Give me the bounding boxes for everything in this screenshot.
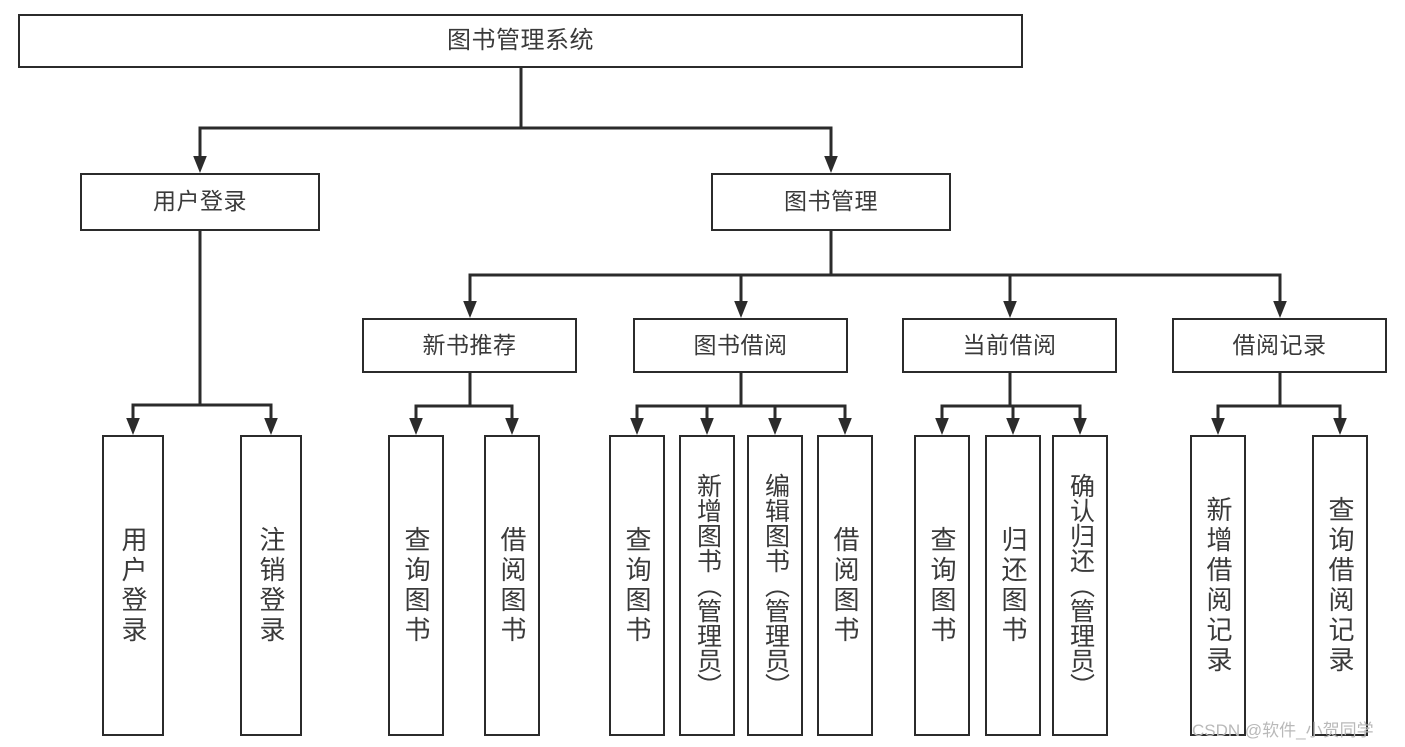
arrowhead: [505, 417, 519, 435]
arrowhead: [838, 417, 852, 435]
arrowhead: [734, 300, 748, 318]
node-leaf-rec-query[interactable]: 查询图书: [388, 435, 444, 736]
node-book-manage[interactable]: 图书管理: [711, 173, 951, 231]
node-label: 借阅记录: [1232, 331, 1327, 358]
node-label: 借阅图书: [497, 525, 527, 646]
node-leaf-borrow-add[interactable]: 新增图书（管理员）: [679, 435, 735, 736]
node-label: 查询图书: [401, 525, 431, 646]
node-leaf-borrow-edit[interactable]: 编辑图书（管理员）: [747, 435, 803, 736]
node-label: 图书管理: [784, 188, 878, 215]
node-leaf-borrow-query[interactable]: 查询图书: [609, 435, 665, 736]
node-label: 用户登录: [118, 525, 148, 646]
node-leaf-cur-confirm[interactable]: 确认归还（管理员）: [1052, 435, 1108, 736]
arrowhead: [1003, 300, 1017, 318]
node-new-book-rec[interactable]: 新书推荐: [362, 318, 577, 373]
node-user-login[interactable]: 用户登录: [80, 173, 320, 231]
node-label: 借阅图书: [830, 525, 860, 646]
arrowhead: [768, 417, 782, 435]
node-leaf-user-login[interactable]: 用户登录: [102, 435, 164, 736]
arrowhead: [1273, 300, 1287, 318]
node-label: 新增图书（管理员）: [693, 473, 722, 698]
node-label: 图书管理系统: [447, 26, 594, 54]
watermark-text: CSDN @软件_小贺同学: [1192, 721, 1374, 740]
arrowhead: [630, 417, 644, 435]
arrowhead: [824, 155, 838, 173]
node-label: 注销登录: [256, 525, 286, 646]
arrowhead: [700, 417, 714, 435]
node-leaf-rec-borrow[interactable]: 借阅图书: [484, 435, 540, 736]
node-current-borrow[interactable]: 当前借阅: [902, 318, 1117, 373]
arrowhead: [409, 417, 423, 435]
node-leaf-rec-add[interactable]: 新增借阅记录: [1190, 435, 1246, 736]
node-label: 新增借阅记录: [1203, 495, 1233, 676]
node-leaf-rec-query2[interactable]: 查询借阅记录: [1312, 435, 1368, 736]
node-label: 查询图书: [927, 525, 957, 646]
node-label: 用户登录: [153, 188, 247, 215]
arrowhead: [1211, 417, 1225, 435]
node-label: 确认归还（管理员）: [1066, 473, 1095, 698]
node-label: 图书借阅: [693, 331, 788, 358]
node-label: 新书推荐: [422, 331, 517, 358]
node-borrow-record[interactable]: 借阅记录: [1172, 318, 1387, 373]
node-label: 当前借阅: [962, 331, 1057, 358]
node-book-borrow[interactable]: 图书借阅: [633, 318, 848, 373]
arrowhead: [463, 300, 477, 318]
arrowhead: [1073, 417, 1087, 435]
arrowhead: [935, 417, 949, 435]
node-leaf-user-logout[interactable]: 注销登录: [240, 435, 302, 736]
node-label: 归还图书: [998, 525, 1028, 646]
arrowhead: [264, 417, 278, 435]
node-label: 查询图书: [622, 525, 652, 646]
arrowhead: [193, 155, 207, 173]
node-leaf-cur-query[interactable]: 查询图书: [914, 435, 970, 736]
node-leaf-borrow-do[interactable]: 借阅图书: [817, 435, 873, 736]
node-label: 查询借阅记录: [1325, 495, 1355, 676]
arrowhead: [1333, 417, 1347, 435]
node-leaf-cur-return[interactable]: 归还图书: [985, 435, 1041, 736]
node-label: 编辑图书（管理员）: [761, 473, 790, 698]
node-root[interactable]: 图书管理系统: [18, 14, 1023, 68]
arrowhead: [1006, 417, 1020, 435]
arrowhead: [126, 417, 140, 435]
